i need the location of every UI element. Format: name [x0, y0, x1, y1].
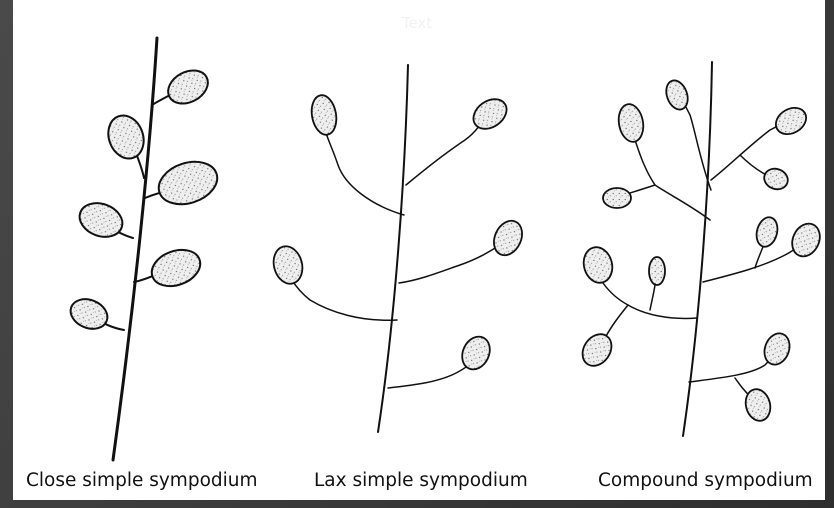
spore: [489, 216, 528, 260]
branch: [399, 245, 500, 283]
spore: [787, 219, 825, 261]
close-simple-sympodium: [90, 38, 180, 460]
spore: [616, 102, 646, 144]
branch: [325, 130, 404, 215]
spore: [580, 244, 616, 286]
spore: [147, 243, 206, 292]
spore: [153, 155, 222, 212]
branch: [650, 285, 655, 310]
caption-compound-sympodium: Compound sympodium: [598, 470, 813, 491]
caption-lax-simple-sympodium: Lax simple sympodium: [314, 470, 528, 491]
branch: [680, 98, 711, 190]
spore: [761, 165, 790, 192]
spore: [270, 243, 307, 287]
branch: [605, 305, 628, 338]
branch: [689, 352, 775, 382]
spore: [603, 188, 631, 208]
branch: [703, 242, 803, 282]
branch: [406, 122, 482, 185]
spore: [66, 294, 112, 334]
branch: [603, 283, 697, 318]
spore: [309, 93, 340, 137]
spore: [75, 197, 127, 242]
lax-spores: [270, 93, 528, 374]
caption-close-simple-sympodium: Close simple sympodium: [26, 470, 258, 491]
spore: [649, 257, 665, 285]
branch: [292, 280, 397, 320]
spore: [162, 64, 213, 110]
compound-spores: [577, 77, 825, 423]
spore: [760, 330, 793, 368]
main-axis: [113, 38, 157, 460]
spore: [753, 215, 780, 249]
spore: [103, 111, 150, 164]
spore: [771, 103, 811, 140]
spore: [457, 332, 495, 374]
branch: [635, 140, 710, 220]
branch: [388, 362, 472, 388]
spore: [468, 93, 512, 135]
spore: [662, 77, 691, 112]
spore: [577, 329, 618, 372]
main-axis: [378, 65, 408, 432]
